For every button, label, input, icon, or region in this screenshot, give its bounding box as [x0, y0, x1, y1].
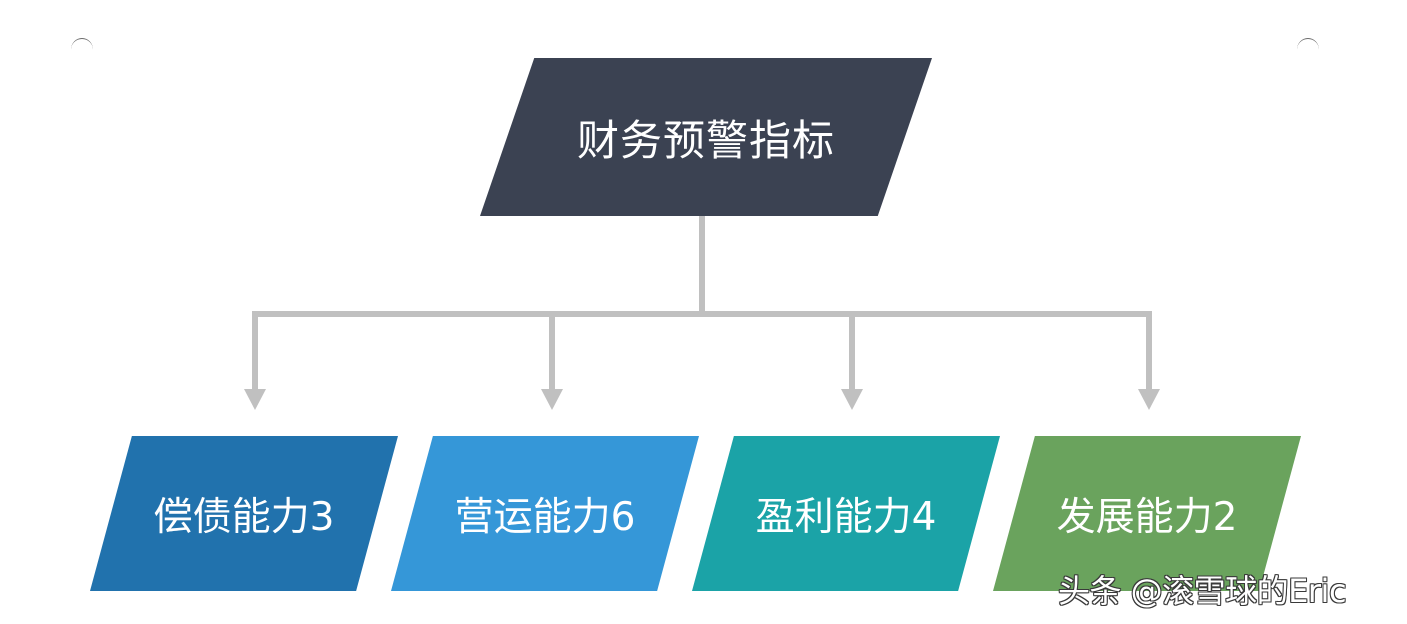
root-node-label: 财务预警指标	[576, 115, 835, 165]
arrowhead-2	[541, 389, 563, 410]
child-node-label: 偿债能力3	[153, 494, 335, 540]
child-node-label: 发展能力2	[1056, 494, 1238, 540]
watermark-text: 头条 @滚雪球的Eric	[1058, 572, 1347, 610]
child-node-label: 盈利能力4	[755, 494, 937, 540]
corner-arc-right	[1297, 38, 1319, 61]
arrowhead-1	[244, 389, 266, 410]
child-node-label: 营运能力6	[454, 494, 636, 540]
corner-arc-left	[71, 38, 93, 61]
child-node-solvency: 偿债能力3	[90, 436, 398, 591]
child-node-operating: 营运能力6	[391, 436, 699, 591]
root-node-finance-warning: 财务预警指标	[480, 58, 932, 216]
child-node-profitability: 盈利能力4	[692, 436, 1000, 591]
arrowhead-3	[841, 389, 863, 410]
arrowhead-4	[1138, 389, 1160, 410]
child-node-development: 发展能力2	[993, 436, 1301, 591]
